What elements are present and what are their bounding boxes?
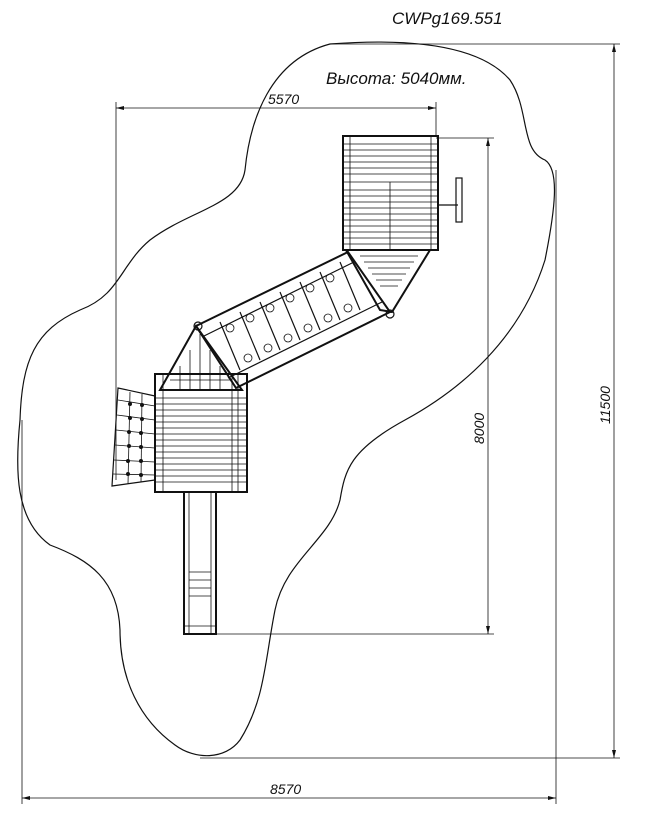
rope-net bbox=[111, 387, 156, 487]
dimension-total-height: 11500 bbox=[200, 43, 620, 759]
dimension-total-height-label: 11500 bbox=[597, 386, 613, 424]
dimension-total-width-label: 8570 bbox=[270, 781, 301, 797]
dimension-top-width-label: 5570 bbox=[268, 91, 299, 107]
steering-wheel bbox=[438, 177, 463, 223]
lower-tower bbox=[154, 373, 248, 493]
monkey-bar-bridge bbox=[193, 250, 392, 390]
drawing-code: CWPg169.551 bbox=[392, 9, 503, 28]
dimension-total-width: 8570 bbox=[21, 170, 557, 804]
safety-zone-outline bbox=[17, 41, 556, 757]
height-note: Высота: 5040мм. bbox=[326, 69, 467, 88]
lower-roof bbox=[158, 324, 244, 391]
dimension-inner-height: 8000 bbox=[216, 137, 494, 635]
dimension-inner-height-label: 8000 bbox=[471, 413, 487, 444]
upper-roof-funnel bbox=[344, 249, 432, 319]
slide bbox=[183, 491, 217, 635]
upper-tower bbox=[342, 135, 463, 251]
